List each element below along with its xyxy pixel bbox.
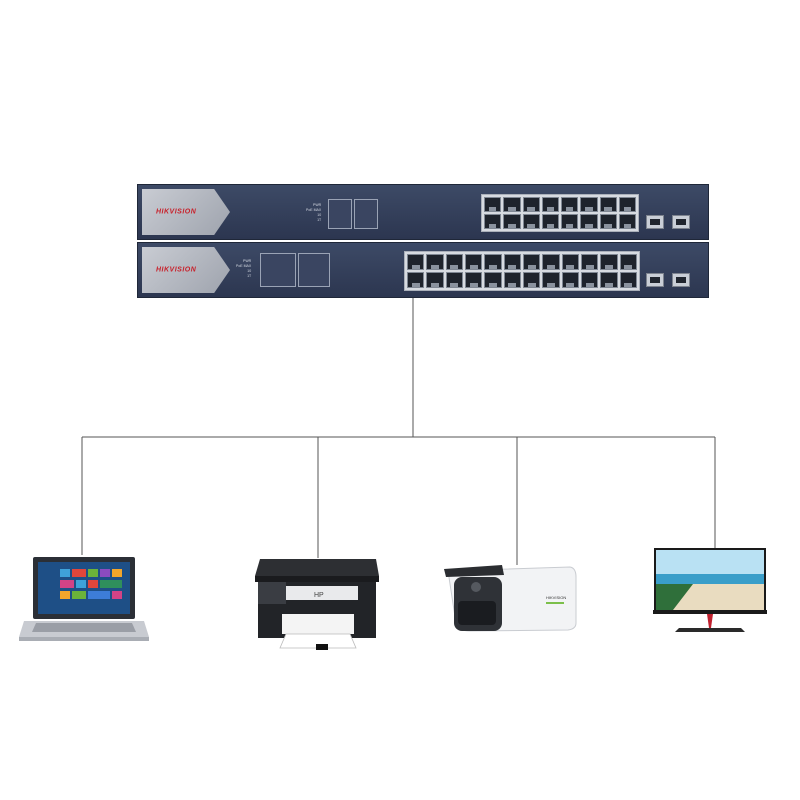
rj45-port bbox=[580, 197, 597, 212]
rj45-port bbox=[619, 197, 636, 212]
switch-faceplate: HIKVISION bbox=[142, 247, 230, 293]
rj45-port bbox=[465, 254, 482, 270]
rj45-port bbox=[619, 214, 636, 229]
printer-logo: HP bbox=[314, 592, 324, 599]
led-labels: PWR PoE MAX 10 1T bbox=[306, 203, 321, 223]
led-panel bbox=[354, 199, 378, 229]
rj45-port bbox=[562, 272, 579, 288]
led-panel bbox=[260, 253, 296, 287]
rj45-port bbox=[503, 214, 520, 229]
led-labels: PWR PoE MAX 10 1T bbox=[236, 259, 251, 279]
camera-logo: HIKVISION bbox=[546, 595, 566, 600]
network-switch-top: HIKVISION PWR PoE MAX 10 1T bbox=[137, 184, 709, 240]
rj45-port bbox=[484, 254, 501, 270]
led-panel bbox=[298, 253, 330, 287]
rj45-port bbox=[504, 254, 521, 270]
rj45-port bbox=[542, 214, 559, 229]
laptop-icon bbox=[18, 555, 150, 643]
rj45-port bbox=[484, 272, 501, 288]
rj45-port bbox=[620, 272, 637, 288]
rj45-port bbox=[561, 214, 578, 229]
rj45-port bbox=[542, 254, 559, 270]
sfp-port bbox=[672, 273, 690, 287]
sfp-port bbox=[672, 215, 690, 229]
rj45-port bbox=[600, 254, 617, 270]
rj45-port-group bbox=[481, 194, 639, 232]
uplink-port bbox=[646, 215, 664, 229]
rj45-port bbox=[465, 272, 482, 288]
bullet-camera-icon: HIKVISION bbox=[442, 563, 578, 635]
rj45-port bbox=[407, 254, 424, 270]
rj45-port bbox=[620, 254, 637, 270]
rj45-port bbox=[426, 272, 443, 288]
uplink-port bbox=[646, 273, 664, 287]
brand-logo: HIKVISION bbox=[156, 209, 196, 216]
rj45-port bbox=[426, 254, 443, 270]
brand-logo: HIKVISION bbox=[156, 267, 196, 274]
rj45-port-group bbox=[404, 251, 640, 291]
rj45-port bbox=[503, 197, 520, 212]
network-switch-bottom: HIKVISION PWR PoE MAX 10 1T bbox=[137, 242, 709, 298]
led-panel bbox=[328, 199, 352, 229]
rj45-port bbox=[523, 272, 540, 288]
rj45-port bbox=[600, 197, 617, 212]
rj45-port bbox=[523, 254, 540, 270]
rj45-port bbox=[542, 197, 559, 212]
rj45-port bbox=[561, 197, 578, 212]
monitor-icon bbox=[653, 548, 767, 636]
rj45-port bbox=[600, 214, 617, 229]
rj45-port bbox=[581, 272, 598, 288]
rj45-port bbox=[446, 254, 463, 270]
rj45-port bbox=[504, 272, 521, 288]
rj45-port bbox=[580, 214, 597, 229]
rj45-port bbox=[542, 272, 559, 288]
printer-icon: HP bbox=[252, 556, 382, 652]
rj45-port bbox=[407, 272, 424, 288]
rj45-port bbox=[484, 214, 501, 229]
rj45-port bbox=[523, 197, 540, 212]
rj45-port bbox=[484, 197, 501, 212]
rj45-port bbox=[523, 214, 540, 229]
rj45-port bbox=[581, 254, 598, 270]
switch-faceplate: HIKVISION bbox=[142, 189, 230, 235]
rj45-port bbox=[562, 254, 579, 270]
rj45-port bbox=[600, 272, 617, 288]
rj45-port bbox=[446, 272, 463, 288]
